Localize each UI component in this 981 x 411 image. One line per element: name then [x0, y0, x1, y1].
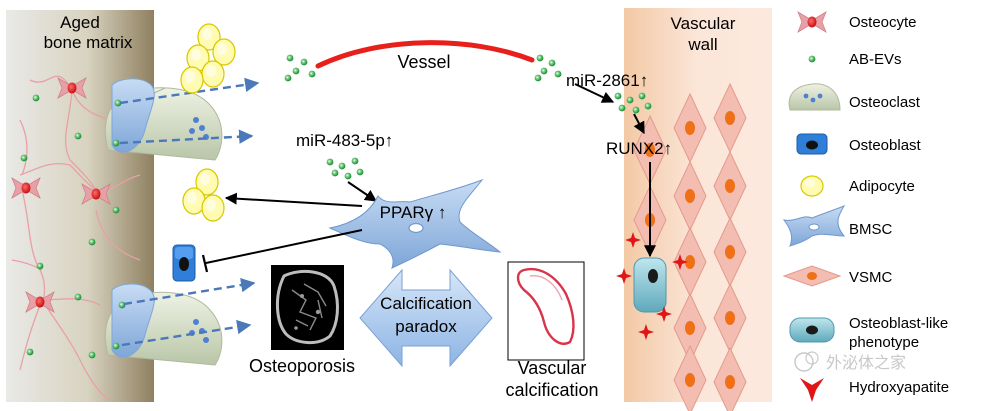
- vessel-ev-right: [534, 54, 562, 82]
- ev-to-vsmc-arrow: [574, 83, 615, 103]
- osteoblast-cell: [172, 244, 196, 282]
- watermark: 外泌体之家: [794, 351, 906, 372]
- legend: Osteocyte AB-EVs Osteoclast Osteoblast A…: [782, 11, 949, 402]
- osteoclast-bottom: [104, 283, 223, 366]
- legend-osteocyte-label: Osteocyte: [849, 14, 917, 31]
- vessel: Vessel: [315, 40, 535, 72]
- osteoporosis-label: Osteoporosis: [249, 356, 355, 376]
- vessel-label: Vessel: [397, 52, 450, 72]
- legend-osteoblast-like-label-line2: phenotype: [849, 334, 919, 351]
- vascular-calcification-image: [507, 261, 585, 361]
- adipocyte-cluster-mid: [182, 168, 225, 222]
- legend-osteoblast-like-label-line1: Osteoblast-like: [849, 315, 948, 332]
- legend-osteoblast-label: Osteoblast: [849, 137, 922, 154]
- mir483-to-ppar-arrow: [347, 181, 377, 202]
- legend-osteoclast-label: Osteoclast: [849, 94, 921, 111]
- ppar-label: PPARγ ↑: [380, 203, 447, 222]
- legend-item-osteocyte: Osteocyte: [797, 11, 917, 33]
- vessel-ev-left: [284, 54, 316, 82]
- legend-adipocyte-label: Adipocyte: [849, 178, 915, 195]
- bone-matrix-panel: Aged bone matrix: [6, 10, 154, 402]
- legend-item-osteoclast: Osteoclast: [788, 83, 921, 111]
- legend-item-bmsc: BMSC: [782, 204, 893, 247]
- paradox-label-line1: Calcification: [380, 294, 472, 313]
- vascular-wall-panel: Vascular wall miR-2861↑ RUNX2↑: [566, 8, 772, 411]
- runx2-label: RUNX2↑: [606, 139, 672, 158]
- legend-item-vsmc: VSMC: [782, 265, 893, 287]
- paradox-label-line2: paradox: [395, 317, 457, 336]
- legend-vsmc-label: VSMC: [849, 269, 893, 286]
- adipocyte-cluster-top: [180, 23, 236, 94]
- legend-item-adipocyte: Adipocyte: [800, 175, 915, 197]
- mir483-ev-cluster: [326, 157, 364, 180]
- bone-matrix-label-line1: Aged: [60, 13, 100, 32]
- mir2861-label: miR-2861↑: [566, 71, 648, 90]
- legend-item-osteoblast: Osteoblast: [796, 133, 922, 155]
- ppar-to-adipocyte-arrow: [224, 192, 363, 207]
- bone-matrix-label-line2: bone matrix: [44, 33, 133, 52]
- legend-bmsc-label: BMSC: [849, 221, 893, 238]
- watermark-text: 外泌体之家: [826, 354, 906, 372]
- calcification-paradox-arrow: Calcification paradox: [359, 268, 493, 368]
- vascular-wall-label-line2: wall: [687, 35, 717, 54]
- legend-hydroxyapatite-label: Hydroxyapatite: [849, 379, 949, 396]
- ppar-inhibit-osteoblast: [201, 229, 363, 273]
- vascular-calcification-label-line2: calcification: [505, 380, 598, 400]
- legend-item-hydroxyapatite: Hydroxyapatite: [800, 378, 949, 402]
- legend-item-ab-evs: AB-EVs: [808, 51, 902, 68]
- mir483-label: miR-483-5p↑: [296, 131, 393, 150]
- legend-item-osteoblast-like: Osteoblast-like phenotype: [789, 315, 948, 351]
- mir2861-to-runx2-arrow: [633, 113, 645, 135]
- bmsc-cell: [328, 178, 502, 269]
- vascular-calcification-label-line1: Vascular: [518, 358, 587, 378]
- vascular-wall-label-line1: Vascular: [671, 14, 736, 33]
- osteoporosis-image: [271, 265, 344, 350]
- osteoblast-like-cell: [633, 257, 667, 313]
- legend-ab-evs-label: AB-EVs: [849, 51, 902, 68]
